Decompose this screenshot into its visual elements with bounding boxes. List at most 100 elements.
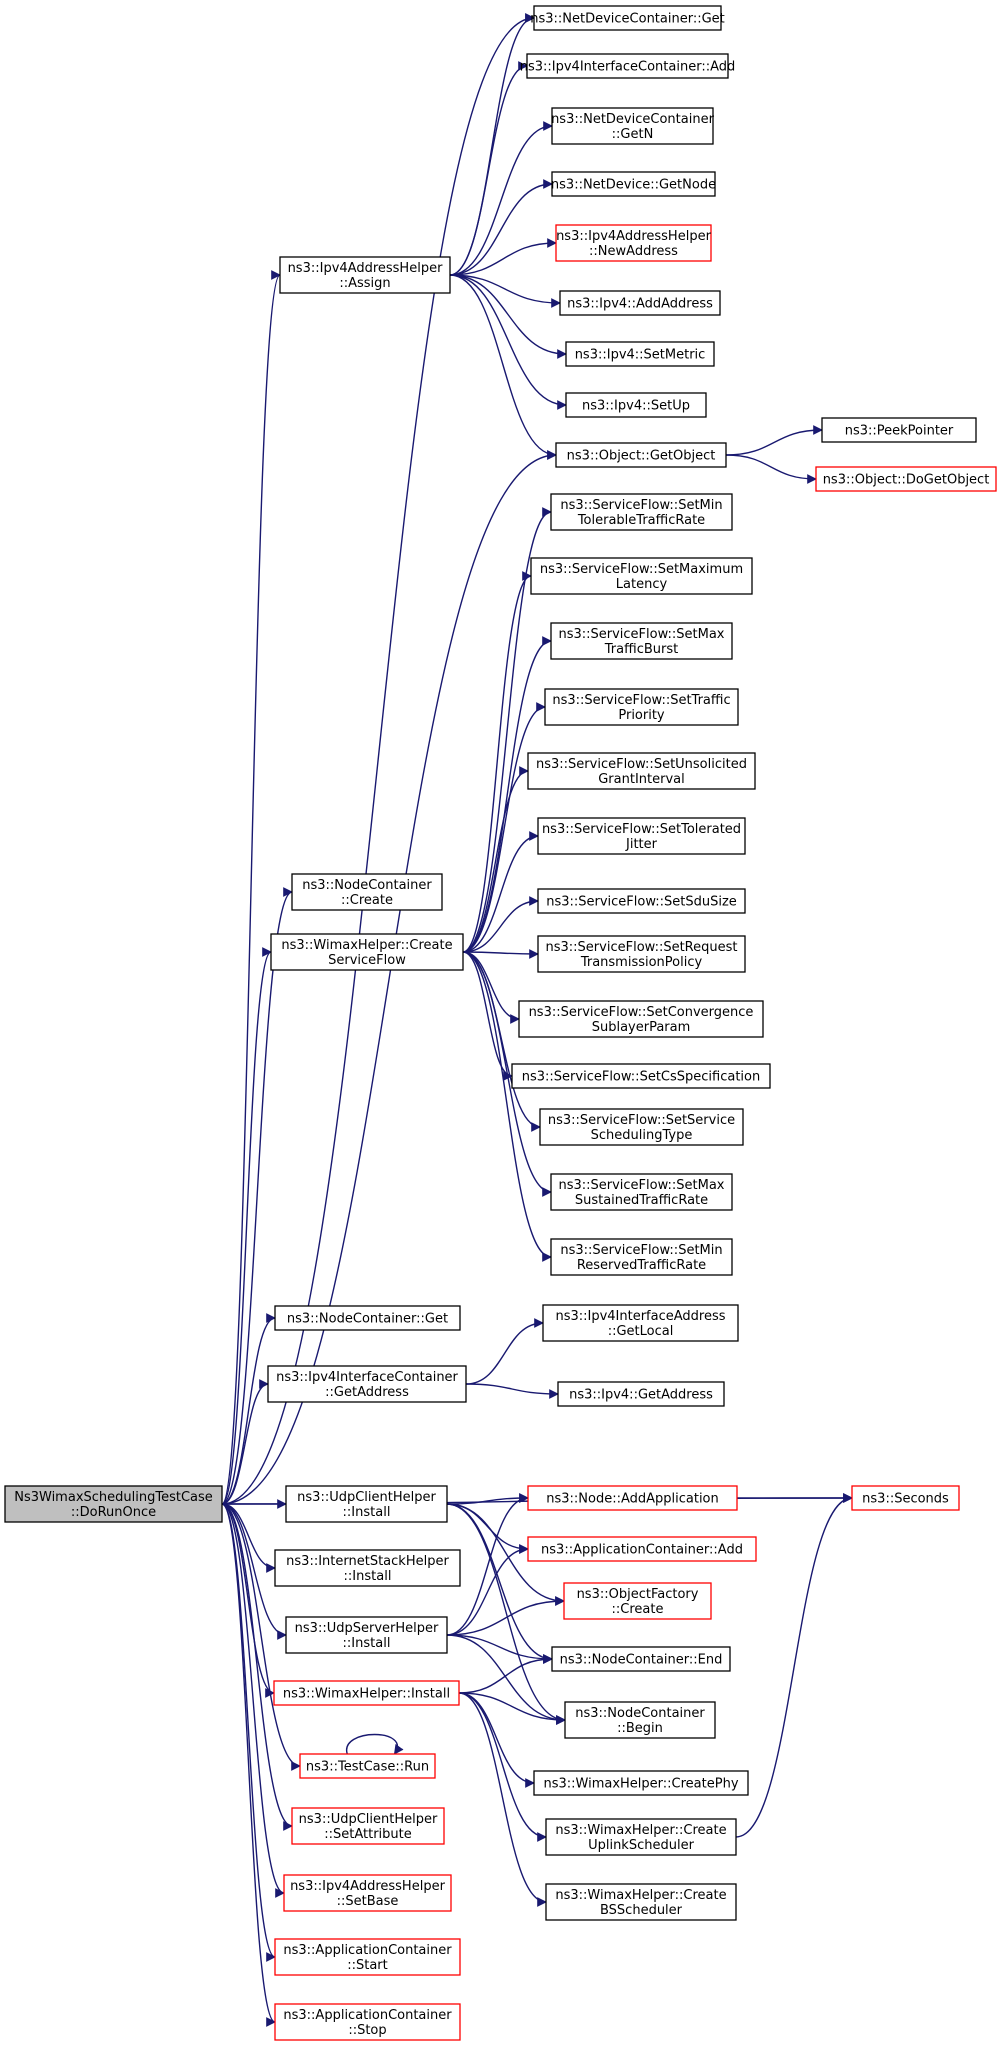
node-nodecontainer-end[interactable]: ns3::NodeContainer::End [551, 1646, 731, 1672]
node-label: ns3::Ipv4AddressHelper [290, 1879, 446, 1894]
node-ipv4-setup[interactable]: ns3::Ipv4::SetUp [565, 392, 707, 418]
node-udpclienthelper-install[interactable]: ns3::UdpClientHelper::Install [285, 1485, 448, 1523]
edge-object-getobject-to-peekpointer [725, 425, 823, 456]
edge-ns3wimaxschedulingtestcase-dorunonce-to-udpserverhelper-install [221, 1503, 287, 1640]
edge-ipv4addresshelper-assign-to-netdevicecontainer-getn [449, 121, 553, 276]
edge-ipv4addresshelper-assign-to-ipv4interfacecontainer-add [449, 61, 528, 276]
node-label: ns3::Ipv4::GetAddress [569, 1388, 713, 1403]
node-label: BSScheduler [600, 1903, 683, 1918]
node-ipv4-addaddress[interactable]: ns3::Ipv4::AddAddress [559, 290, 721, 316]
node-ipv4interfacecontainer-getaddress[interactable]: ns3::Ipv4InterfaceContainer::GetAddress [267, 1365, 467, 1403]
edge-ns3wimaxschedulingtestcase-dorunonce-to-applicationcontainer-stop [221, 1503, 276, 2027]
node-box [274, 2003, 461, 2041]
node-label: ns3::ServiceFlow::SetUnsolicited [536, 757, 747, 772]
edge-udpserverhelper-install-to-nodecontainer-begin [446, 1634, 566, 1725]
node-object-dogetobject[interactable]: ns3::Object::DoGetObject [815, 466, 997, 492]
node-label: ns3::Ipv4InterfaceContainer [276, 1370, 458, 1385]
node-box [815, 466, 997, 492]
edge-ns3wimaxschedulingtestcase-dorunonce-to-ipv4interfacecontainer-getaddress [221, 1379, 269, 1505]
node-box [563, 1582, 712, 1620]
node-label: Ns3WimaxSchedulingTestCase [14, 1490, 213, 1505]
node-objectfactory-create[interactable]: ns3::ObjectFactory::Create [563, 1582, 712, 1620]
node-nodecontainer-create[interactable]: ns3::NodeContainer::Create [291, 873, 443, 911]
node-box [527, 1485, 738, 1511]
node-internetstackhelper-install[interactable]: ns3::InternetStackHelper::Install [274, 1549, 461, 1587]
node-sf-setunsolicitedgrantinterval[interactable]: ns3::ServiceFlow::SetUnsolicitedGrantInt… [527, 752, 756, 790]
node-wimaxhelper-install[interactable]: ns3::WimaxHelper::Install [273, 1680, 460, 1706]
node-sf-setrequesttransmissionpolicy[interactable]: ns3::ServiceFlow::SetRequestTransmission… [537, 935, 746, 973]
node-box [527, 1536, 757, 1562]
node-box [545, 1818, 737, 1856]
node-netdevicecontainer-get[interactable]: ns3::NetDeviceContainer::Get [530, 5, 725, 31]
node-box [550, 493, 733, 531]
node-node-addapplication[interactable]: ns3::Node::AddApplication [527, 1485, 738, 1511]
edge-udpclienthelper-install-to-node-addapplication [446, 1493, 529, 1505]
node-box [559, 290, 721, 316]
node-label: ns3::WimaxHelper::CreatePhy [543, 1777, 738, 1792]
node-netdevicecontainer-getn[interactable]: ns3::NetDeviceContainer::GetN [551, 107, 715, 145]
node-sf-setconvergencesublayerparam[interactable]: ns3::ServiceFlow::SetConvergenceSublayer… [518, 1000, 764, 1038]
node-sf-setmaxsustainedtrafficrate[interactable]: ns3::ServiceFlow::SetMaxSustainedTraffic… [550, 1173, 733, 1211]
node-box [565, 392, 707, 418]
node-box [544, 688, 739, 726]
node-netdevice-getnode[interactable]: ns3::NetDevice::GetNode [551, 171, 716, 197]
node-nodecontainer-get[interactable]: ns3::NodeContainer::Get [274, 1305, 461, 1331]
node-applicationcontainer-add[interactable]: ns3::ApplicationContainer::Add [527, 1536, 757, 1562]
node-box [274, 1305, 461, 1331]
node-seconds[interactable]: ns3::Seconds [851, 1485, 960, 1511]
node-ipv4addresshelper-newaddress[interactable]: ns3::Ipv4AddressHelper::NewAddress [555, 224, 712, 262]
node-applicationcontainer-stop[interactable]: ns3::ApplicationContainer::Stop [274, 2003, 461, 2041]
node-box [821, 417, 977, 443]
node-label: ::Begin [617, 1721, 663, 1736]
node-label: ns3::ServiceFlow::SetMin [560, 1243, 722, 1258]
node-ipv4-setmetric[interactable]: ns3::Ipv4::SetMetric [565, 341, 715, 367]
edge-udpserverhelper-install-to-node-addapplication [446, 1493, 529, 1636]
edge-wimaxhelper-createserviceflow-to-sf-settoleratedjitter [462, 831, 539, 953]
node-sf-setserviceschedulingtype[interactable]: ns3::ServiceFlow::SetServiceSchedulingTy… [539, 1108, 744, 1146]
node-nodecontainer-begin[interactable]: ns3::NodeContainer::Begin [564, 1701, 716, 1739]
node-label: Priority [618, 708, 665, 723]
node-sf-setcsspecification[interactable]: ns3::ServiceFlow::SetCsSpecification [511, 1063, 771, 1089]
node-label: ns3::Node::AddApplication [546, 1492, 719, 1507]
node-udpclienthelper-setattribute[interactable]: ns3::UdpClientHelper::SetAttribute [291, 1807, 445, 1845]
node-box [537, 817, 746, 855]
edge-ns3wimaxschedulingtestcase-dorunonce-to-applicationcontainer-start [221, 1503, 276, 1962]
node-object-getobject[interactable]: ns3::Object::GetObject [555, 442, 727, 468]
node-applicationcontainer-start[interactable]: ns3::ApplicationContainer::Start [274, 1938, 461, 1976]
node-label: ns3::WimaxHelper::Create [281, 938, 452, 953]
node-ipv4addresshelper-setbase[interactable]: ns3::Ipv4AddressHelper::SetBase [283, 1874, 452, 1912]
node-ipv4addresshelper-assign[interactable]: ns3::Ipv4AddressHelper::Assign [279, 256, 451, 294]
node-testcase-run[interactable]: ns3::TestCase::Run [299, 1753, 436, 1779]
node-box [518, 1000, 764, 1038]
node-ipv4-getaddress[interactable]: ns3::Ipv4::GetAddress [557, 1381, 725, 1407]
node-sf-setminreservedtrafficrate[interactable]: ns3::ServiceFlow::SetMinReservedTrafficR… [550, 1238, 733, 1276]
node-label: ns3::ServiceFlow::SetTraffic [552, 693, 730, 708]
edge-ipv4addresshelper-assign-to-ipv4-setup [449, 274, 567, 410]
node-peekpointer[interactable]: ns3::PeekPointer [821, 417, 977, 443]
node-label: ns3::NodeContainer [575, 1706, 705, 1721]
node-label: UplinkScheduler [588, 1838, 694, 1853]
node-box [537, 935, 746, 973]
node-ns3wimaxschedulingtestcase-dorunonce[interactable]: Ns3WimaxSchedulingTestCase::DoRunOnce [4, 1485, 223, 1523]
edge-ipv4interfacecontainer-getaddress-to-ipv4-getaddress [465, 1383, 559, 1399]
node-ipv4interfaceaddress-getlocal[interactable]: ns3::Ipv4InterfaceAddress::GetLocal [542, 1304, 739, 1342]
node-ipv4interfacecontainer-add[interactable]: ns3::Ipv4InterfaceContainer::Add [520, 53, 736, 79]
node-label: ns3::NetDevice::GetNode [551, 178, 716, 193]
node-wimaxhelper-createphy[interactable]: ns3::WimaxHelper::CreatePhy [533, 1770, 749, 1796]
edge-udpserverhelper-install-to-applicationcontainer-add [446, 1544, 529, 1636]
node-label: ns3::NetDeviceContainer::Get [530, 12, 725, 27]
node-label: SustainedTrafficRate [575, 1193, 708, 1208]
node-label: ns3::WimaxHelper::Create [555, 1888, 726, 1903]
node-udpserverhelper-install[interactable]: ns3::UdpServerHelper::Install [285, 1616, 448, 1654]
edge-wimaxhelper-createserviceflow-to-sf-setmintolerabletrafficrate [462, 507, 552, 953]
node-sf-setsdusize[interactable]: ns3::ServiceFlow::SetSduSize [537, 888, 746, 914]
node-sf-setmintolerabletrafficrate[interactable]: ns3::ServiceFlow::SetMinTolerableTraffic… [550, 493, 733, 531]
node-label: ::NewAddress [589, 244, 678, 259]
